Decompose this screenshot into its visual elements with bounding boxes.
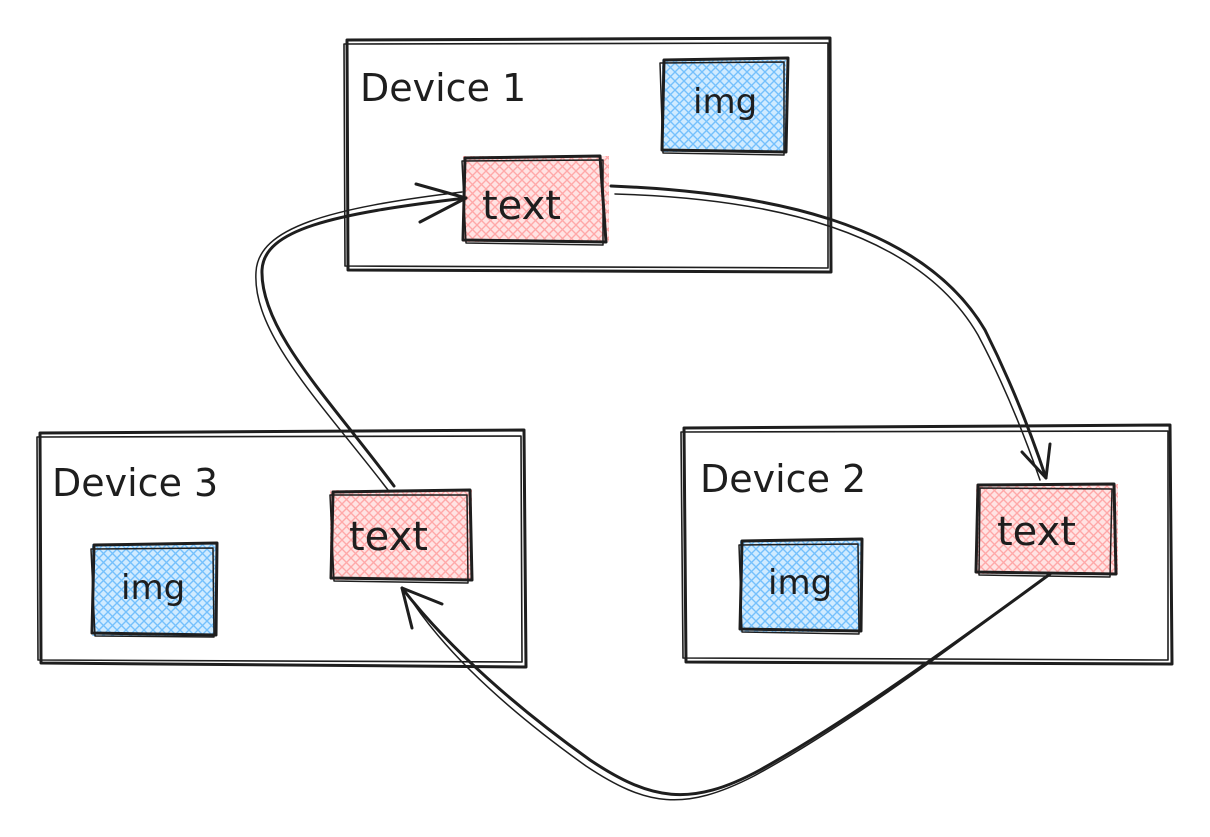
device-3-text-box[interactable] xyxy=(329,488,474,584)
device-3-img-box[interactable] xyxy=(90,541,219,638)
device-1-box[interactable] xyxy=(343,36,833,274)
arrow-device2-to-device3[interactable] xyxy=(400,572,1052,801)
arrow-device1-to-device2[interactable] xyxy=(609,184,1052,481)
device-1-img-label: img xyxy=(693,82,757,122)
device-3-label: Device 3 xyxy=(52,461,218,505)
device-3-text-label: text xyxy=(349,514,428,560)
device-1-label: Device 1 xyxy=(360,66,526,110)
device-2-img-label: img xyxy=(768,563,832,603)
device-2-text-label: text xyxy=(997,509,1076,555)
device-2-img-box[interactable] xyxy=(738,537,864,635)
device-3-img-label: img xyxy=(121,568,185,608)
device-1-img-box[interactable] xyxy=(659,56,790,156)
arrow-device3-to-device1[interactable] xyxy=(255,182,468,491)
device-3-box[interactable] xyxy=(36,428,528,669)
device-2-text-box[interactable] xyxy=(974,482,1118,578)
device-2-label: Device 2 xyxy=(700,457,866,501)
device-2-box[interactable] xyxy=(680,423,1174,666)
device-1-text-label: text xyxy=(482,183,561,229)
device-1-text-box[interactable] xyxy=(461,154,609,246)
